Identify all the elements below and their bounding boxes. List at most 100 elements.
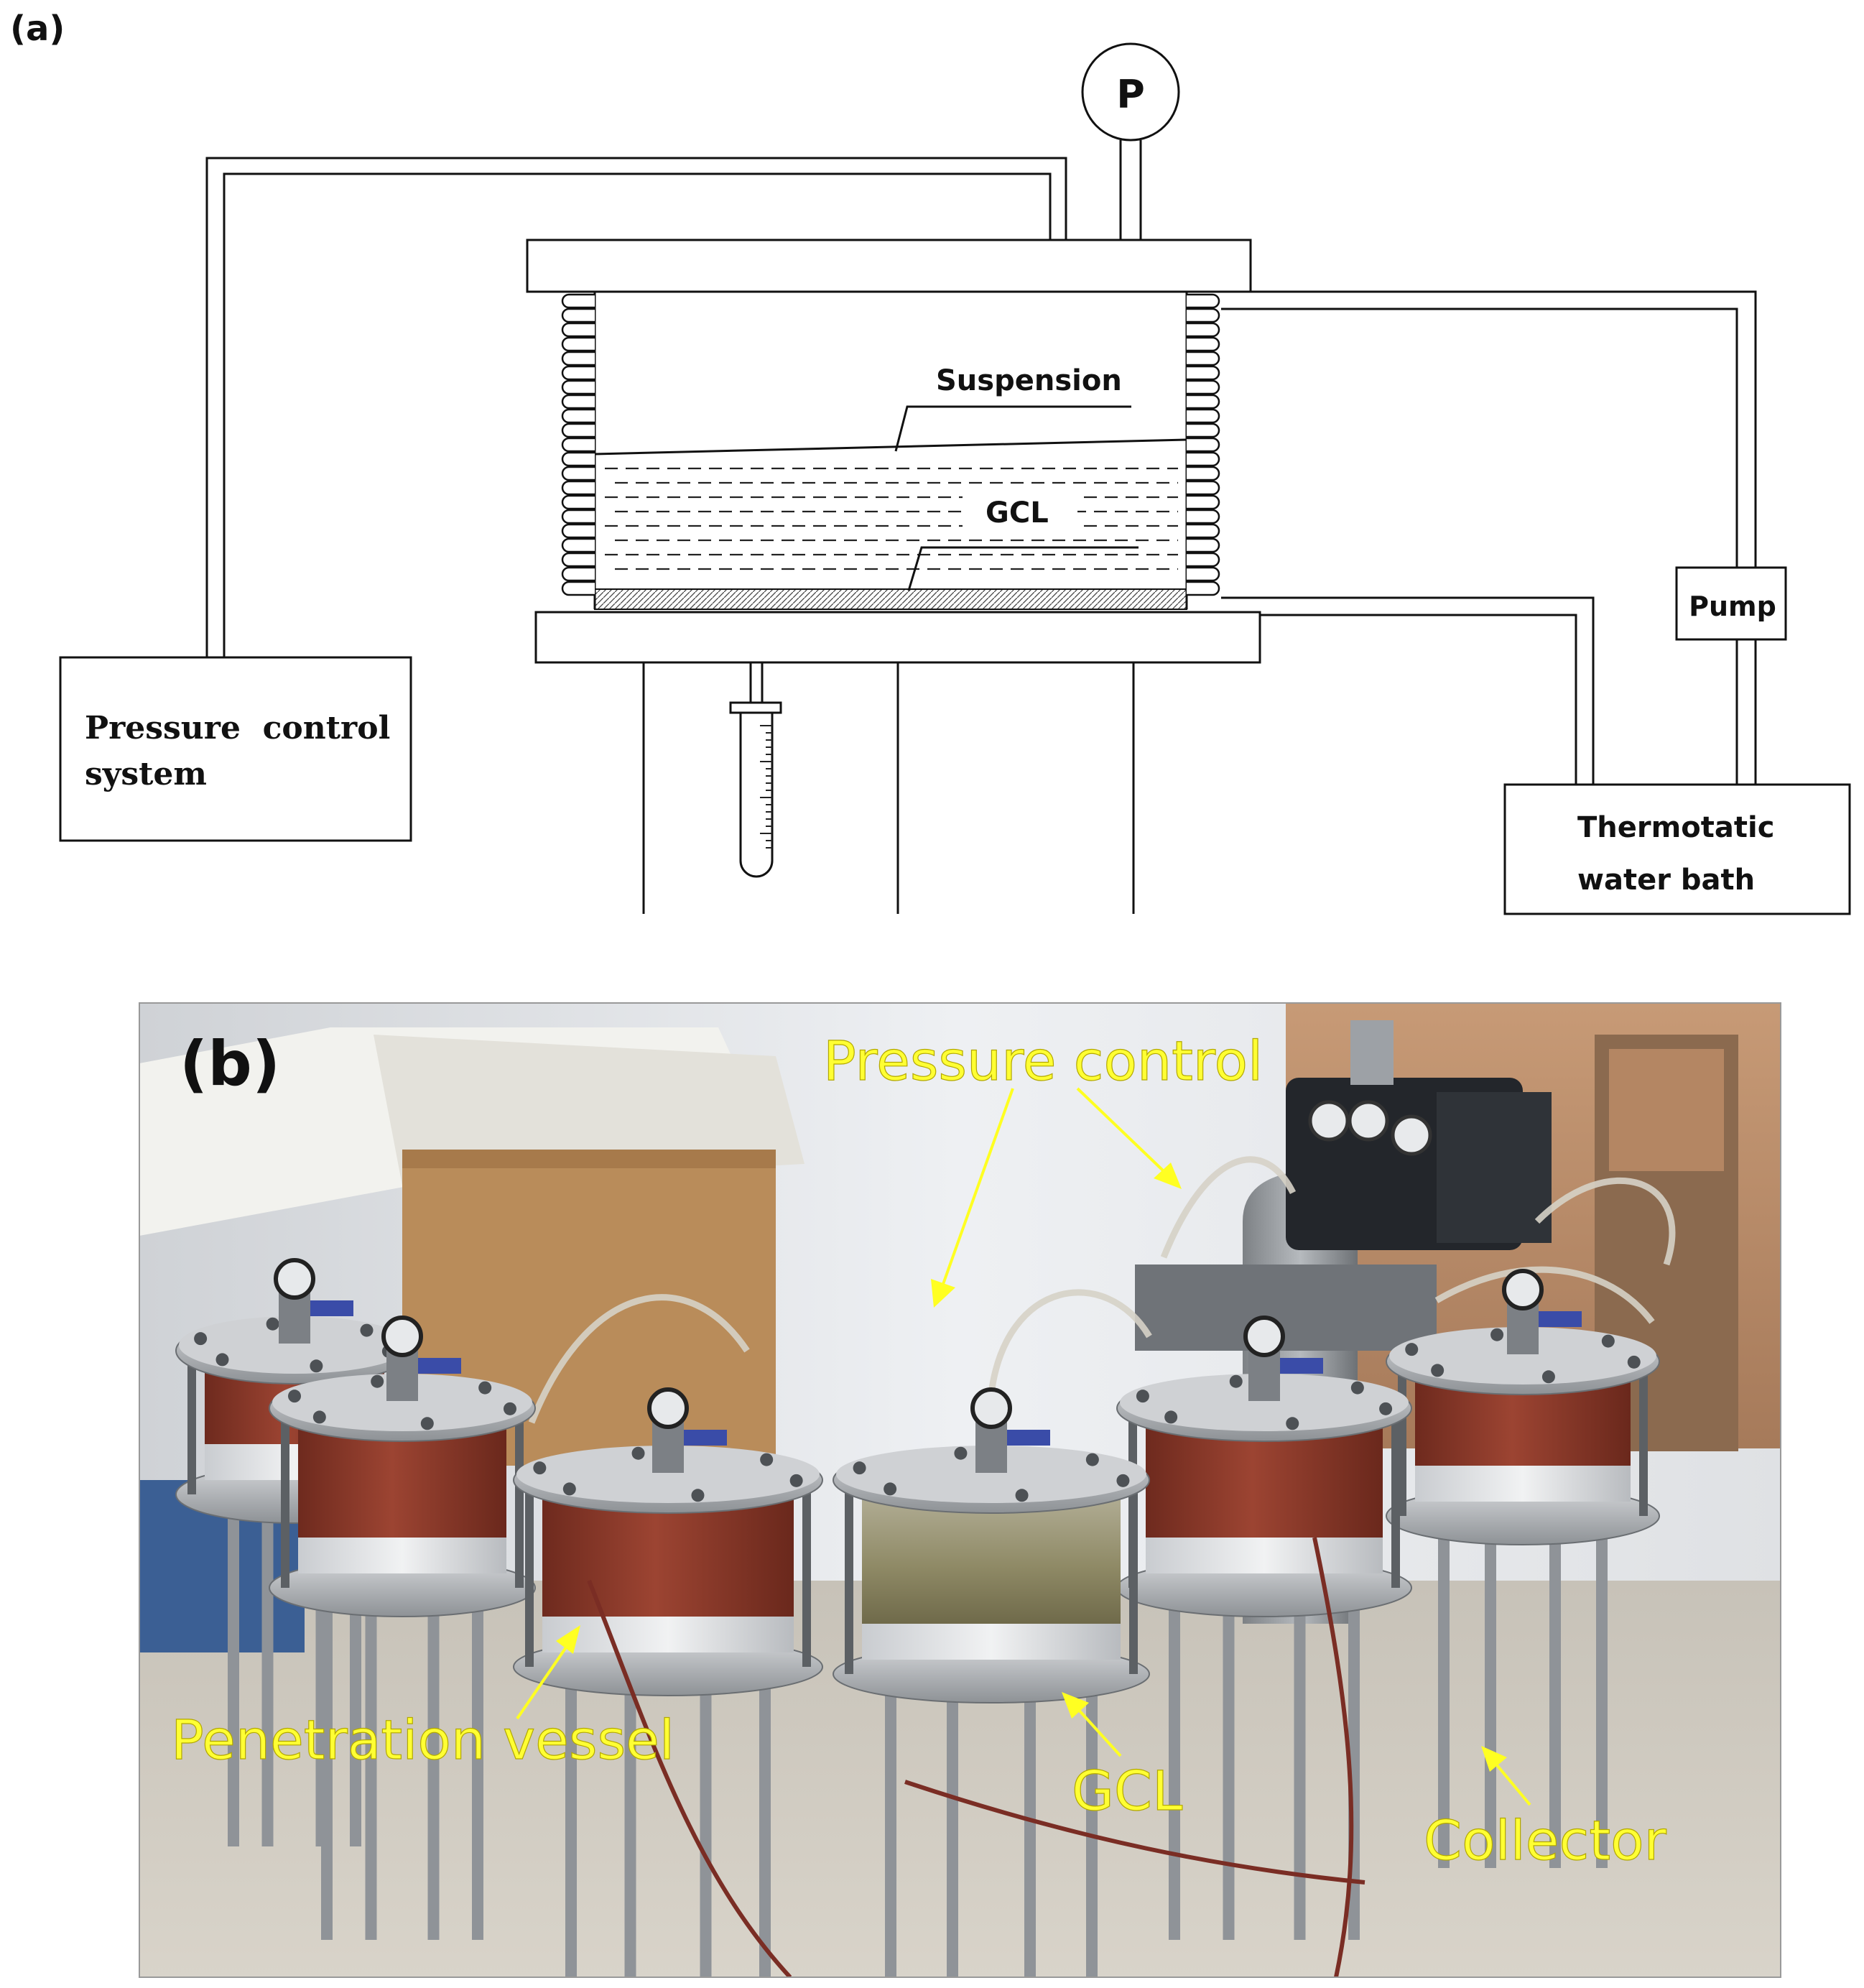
newspaper (374, 1035, 805, 1185)
vessel-bolt (954, 1446, 968, 1460)
vessel-lid-top (516, 1446, 820, 1503)
panel-b-label: (b) (180, 1028, 280, 1100)
vessel-lid-top (836, 1446, 1146, 1503)
vessel-valve (418, 1358, 461, 1374)
left-coil-turn (561, 422, 595, 438)
vessel-tie-rod (1639, 1354, 1648, 1516)
vessel-leg (427, 1566, 440, 1940)
gcl-layer (594, 588, 1187, 610)
left-coil-turn (561, 466, 595, 481)
water-bath-line2: water bath (1577, 864, 1755, 897)
pressure-system-line1: Pressure control (85, 710, 390, 746)
vessel-bolt (1286, 1417, 1299, 1430)
gauge-label: P (1116, 72, 1145, 117)
vessel-bolt (503, 1402, 516, 1415)
vessel-bolt (1229, 1374, 1243, 1388)
right-coil-turn (1187, 523, 1220, 539)
vessel-bolt (360, 1323, 374, 1337)
right-coil-turn (1187, 293, 1220, 309)
vessel-leg (261, 1473, 274, 1846)
vessel-bolt (288, 1390, 302, 1403)
vessel-leg (472, 1566, 483, 1940)
right-coil-turn (1187, 308, 1220, 323)
vessel-bolt (691, 1489, 705, 1502)
photo-annotations: (b) Pressure control Penetration vessel … (170, 1028, 1667, 1873)
vessel-lid-top (1389, 1327, 1656, 1384)
vessel-leg (700, 1645, 712, 1977)
vessel-tie-rod (281, 1401, 289, 1588)
vessel-bolt (1015, 1489, 1029, 1502)
vessel-valve (684, 1430, 727, 1446)
vessel-tie-rod (802, 1473, 811, 1667)
left-coil-turn (561, 394, 595, 410)
right-coil-turn (1187, 494, 1220, 510)
vessel-leg (1223, 1566, 1235, 1940)
right-coil-turn (1187, 480, 1220, 496)
left-coil-turn (561, 408, 595, 424)
vessel-gauge (274, 1258, 315, 1300)
left-coil-turn (561, 509, 595, 524)
pressure-pipe (205, 157, 1067, 657)
gcl-photo-annotation: GCL (1072, 1759, 1182, 1823)
right-coil-turn (1187, 537, 1220, 553)
vessel-leg (565, 1645, 577, 1977)
vessel-bolt (312, 1410, 326, 1424)
panel-a-label: (a) (10, 9, 65, 49)
left-coil-turn (561, 494, 595, 510)
vessel-bolt (371, 1374, 384, 1388)
drain-tubing (587, 1537, 1365, 1977)
vessel-leg (228, 1473, 239, 1846)
right-coil-turn (1187, 394, 1220, 410)
right-coil-turn (1187, 566, 1220, 582)
right-coil-turn (1187, 422, 1220, 438)
pump-box: Pump (1675, 566, 1787, 641)
vessel-bolt (631, 1446, 645, 1460)
vessel-leg (1485, 1494, 1496, 1868)
gcl-schematic-label: GCL (986, 496, 1049, 530)
right-coil-turn (1187, 437, 1220, 453)
vessel-top-lid (526, 239, 1252, 293)
vessel-leg (1549, 1494, 1561, 1868)
vessel-bolt (266, 1317, 279, 1331)
circulation-pipes (1221, 290, 1757, 785)
right-coil-turn (1187, 379, 1220, 395)
vessel-tie-rod (187, 1344, 196, 1494)
vessel-valve (310, 1300, 353, 1316)
tubing (528, 1156, 1676, 1424)
vessel-valve (1539, 1311, 1582, 1327)
right-coil-turn (1187, 552, 1220, 568)
vessel-bolt (1136, 1390, 1149, 1403)
left-coil-turn (561, 537, 595, 553)
pump-label: Pump (1689, 591, 1776, 622)
right-coil-turn (1187, 322, 1220, 338)
vessel-leg (1169, 1566, 1180, 1940)
vessels (175, 1258, 1660, 1977)
right-coil-turn (1187, 365, 1220, 381)
pressure-system-line2: system (85, 756, 207, 792)
gcl-callout: GCL (907, 492, 1139, 591)
vessel-leg (885, 1652, 896, 1977)
vessel-leg (1438, 1494, 1450, 1868)
vessel-bolt (1350, 1381, 1364, 1395)
left-coil-turn (561, 351, 595, 366)
left-coil-turn (561, 566, 595, 582)
vessel-leg (365, 1566, 377, 1940)
vessel-bolt (1379, 1402, 1393, 1415)
vessel-bolt (1601, 1334, 1615, 1348)
vessel-leg (947, 1652, 958, 1977)
vessel-valve (1007, 1430, 1050, 1446)
vessel-ring (298, 1538, 506, 1573)
vessel-bolt (789, 1474, 803, 1487)
collection-tube (729, 662, 782, 878)
left-coil-turn (561, 308, 595, 323)
left-coil-turn (561, 322, 595, 338)
vessel-tie-rod (515, 1401, 524, 1588)
right-coil-turn (1187, 581, 1220, 596)
vessel-lid-top (179, 1316, 410, 1374)
vessel-bolt (478, 1381, 492, 1395)
vessel-bolt (884, 1482, 897, 1496)
vessel-ring (542, 1617, 794, 1652)
vessel-gauge (1243, 1316, 1285, 1357)
vessel-chamber (593, 292, 1188, 610)
